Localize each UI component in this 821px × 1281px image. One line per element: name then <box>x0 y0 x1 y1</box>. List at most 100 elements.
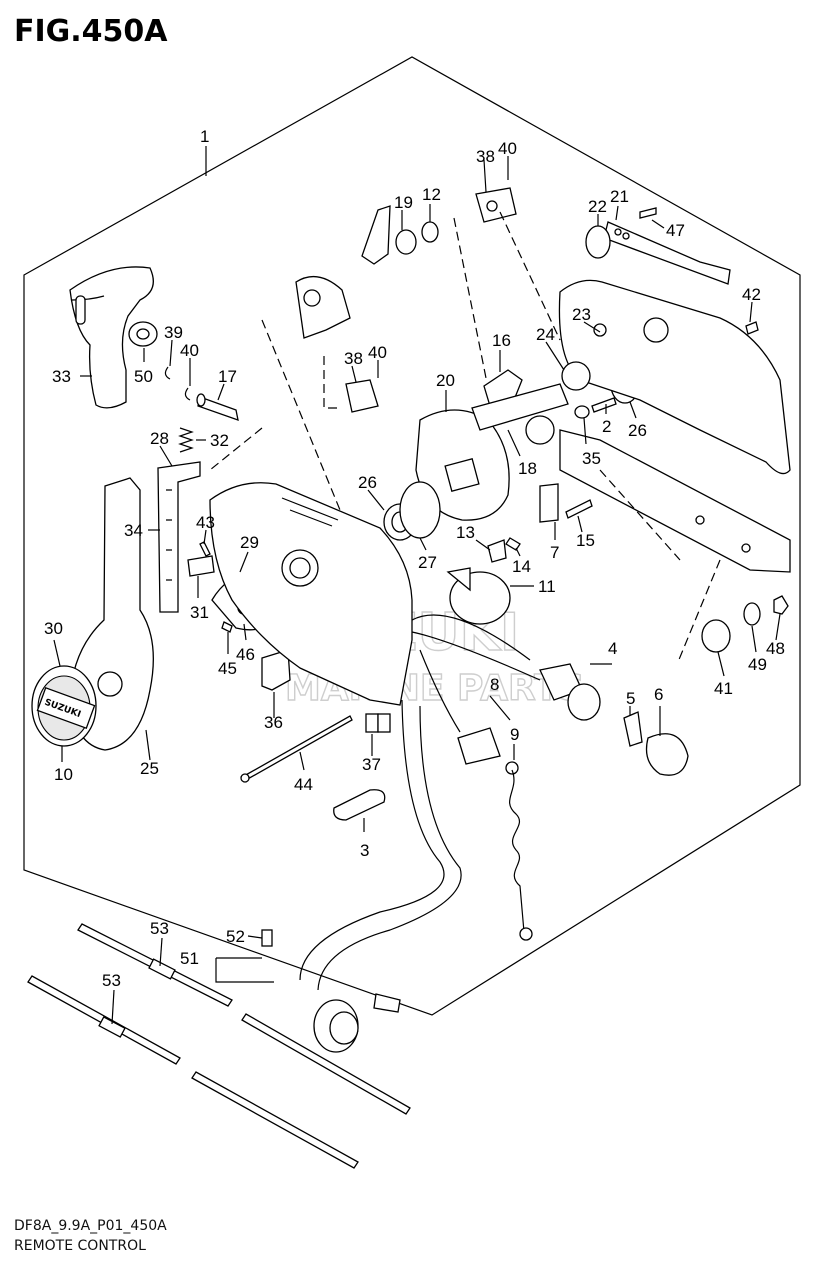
callout-39-left: 39 <box>164 323 183 342</box>
plate-3 <box>333 789 386 821</box>
bushing-41 <box>701 619 731 653</box>
bracket-28 <box>157 461 201 613</box>
callout-34: 34 <box>124 521 143 540</box>
cap-30: SUZUKI <box>31 665 97 747</box>
callout-41: 41 <box>714 679 733 698</box>
knob-24 <box>561 361 591 391</box>
callout-53-upper: 53 <box>150 919 169 938</box>
screw-45 <box>221 621 233 633</box>
callout-50: 50 <box>134 367 153 386</box>
callout-5: 5 <box>626 689 635 708</box>
clip-block-38-center <box>345 379 379 413</box>
bottom-rail <box>559 429 791 573</box>
cap-6 <box>645 733 689 776</box>
callout-28: 28 <box>150 429 169 448</box>
lever-plate-18 <box>471 383 569 445</box>
screw-2 <box>591 397 617 413</box>
handle-grip-33 <box>69 266 154 409</box>
figure-name: REMOTE CONTROL <box>14 1238 146 1254</box>
callout-40-upper: 40 <box>498 139 517 158</box>
callout-10: 10 <box>54 765 73 784</box>
callout-22: 22 <box>588 197 607 216</box>
callout-30: 30 <box>44 619 63 638</box>
callout-43: 43 <box>196 513 215 532</box>
callout-35: 35 <box>582 449 601 468</box>
cable-53-lower <box>27 975 359 1169</box>
callout-15: 15 <box>576 531 595 550</box>
assembly-outline <box>23 56 801 1016</box>
callout-45: 45 <box>218 659 237 678</box>
washer-12 <box>421 221 439 243</box>
screw-42 <box>745 321 759 335</box>
callout-11: 11 <box>538 577 556 596</box>
callout-37: 37 <box>362 755 381 774</box>
switch-lever-19 <box>361 205 417 265</box>
callout-40-left: 40 <box>180 341 199 360</box>
callout-38-upper: 38 <box>476 147 495 166</box>
connector-51 <box>313 993 401 1053</box>
callout-25: 25 <box>140 759 159 778</box>
callout-12: 12 <box>422 185 441 204</box>
buzzer-11 <box>446 567 511 625</box>
callout-32: 32 <box>210 431 229 450</box>
callout-29: 29 <box>240 533 259 552</box>
callout-labels: 1 2 3 4 5 6 7 8 9 10 11 12 13 14 15 16 1 <box>44 127 785 1025</box>
washer-49 <box>743 602 761 626</box>
key-5 <box>623 711 643 747</box>
long-bolt-44 <box>240 715 353 783</box>
block-38-upper-right <box>475 187 517 223</box>
callout-53-lower: 53 <box>102 971 121 990</box>
callout-1: 1 <box>200 127 209 146</box>
callout-48: 48 <box>766 639 785 658</box>
callout-24: 24 <box>536 325 555 344</box>
pin-17 <box>196 393 239 421</box>
callout-13: 13 <box>456 523 475 542</box>
callout-20: 20 <box>436 371 455 390</box>
figure-footer: DF8A_9.9A_P01_450A REMOTE CONTROL <box>14 1216 167 1256</box>
stop-switch-9 <box>457 727 519 775</box>
callout-7: 7 <box>550 543 559 562</box>
cable-53-upper <box>77 923 411 1115</box>
callout-16: 16 <box>492 331 511 350</box>
callout-38-center: 38 <box>344 349 363 368</box>
callout-47: 47 <box>666 221 685 240</box>
callout-26-right: 26 <box>628 421 647 440</box>
clip-39-40-left <box>164 366 191 401</box>
washer-35 <box>574 405 590 419</box>
figure-title: FIG.450A <box>14 14 168 49</box>
main-harness <box>299 699 462 991</box>
callout-18: 18 <box>518 459 537 478</box>
bracket-13 <box>487 539 507 563</box>
callout-21: 21 <box>610 187 629 206</box>
callout-14: 14 <box>512 557 531 576</box>
screw-43 <box>199 541 211 557</box>
key-switch-4 <box>539 663 601 721</box>
callout-51: 51 <box>180 949 199 968</box>
callout-9: 9 <box>510 725 519 744</box>
bracket-38-upper-center <box>295 275 351 339</box>
cam-plate-20 <box>415 409 510 521</box>
callout-31: 31 <box>190 603 209 622</box>
callout-36: 36 <box>264 713 283 732</box>
switch-7 <box>539 483 559 523</box>
callout-42: 42 <box>742 285 761 304</box>
callout-23: 23 <box>572 305 591 324</box>
callout-46: 46 <box>236 645 255 664</box>
spring-32 <box>178 427 194 453</box>
callout-40-center: 40 <box>368 343 387 362</box>
ring-22 <box>585 225 611 259</box>
wiring-harness <box>411 614 541 733</box>
callout-44: 44 <box>294 775 313 794</box>
callout-52: 52 <box>226 927 245 946</box>
callout-6: 6 <box>654 685 663 704</box>
figure-code: DF8A_9.9A_P01_450A <box>14 1218 167 1234</box>
callout-2: 2 <box>602 417 611 436</box>
callout-3: 3 <box>360 841 369 860</box>
spring-plate-27 <box>399 481 441 539</box>
clip-37 <box>365 713 391 733</box>
housing-cover <box>209 482 413 706</box>
callout-49: 49 <box>748 655 767 674</box>
callout-33: 33 <box>52 367 71 386</box>
callout-8: 8 <box>490 675 499 694</box>
